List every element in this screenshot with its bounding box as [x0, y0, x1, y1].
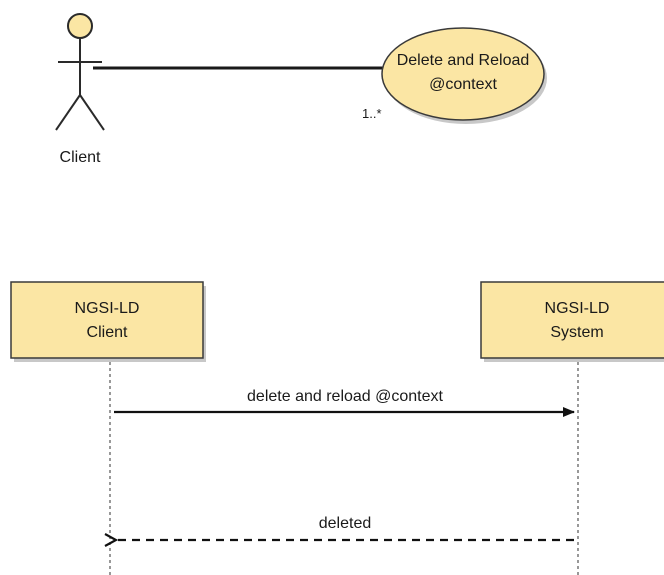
message-deleted-label: deleted — [319, 515, 372, 532]
message-delete-label: delete and reload @context — [247, 388, 443, 405]
participant-system-line1: NGSI-LD — [545, 300, 610, 317]
actor-client-icon — [55, 13, 105, 131]
multiplicity-label: 1..* — [362, 106, 382, 121]
use-case-label-line1: Delete and Reload — [397, 52, 530, 69]
actor-label: Client — [60, 149, 101, 166]
participant-client-line2: Client — [87, 324, 128, 341]
use-case-label-line2: @context — [429, 76, 497, 93]
sequence-diagram: NGSI-LD Client NGSI-LD System delete and… — [10, 281, 664, 575]
use-case-diagram: Client 1..* Delete and Reload @context — [55, 13, 547, 166]
participant-system-line2: System — [550, 324, 603, 341]
participant-system: NGSI-LD System — [480, 281, 664, 362]
participant-client: NGSI-LD Client — [10, 281, 206, 362]
use-case-ellipse — [381, 27, 547, 124]
participant-client-line1: NGSI-LD — [75, 300, 140, 317]
